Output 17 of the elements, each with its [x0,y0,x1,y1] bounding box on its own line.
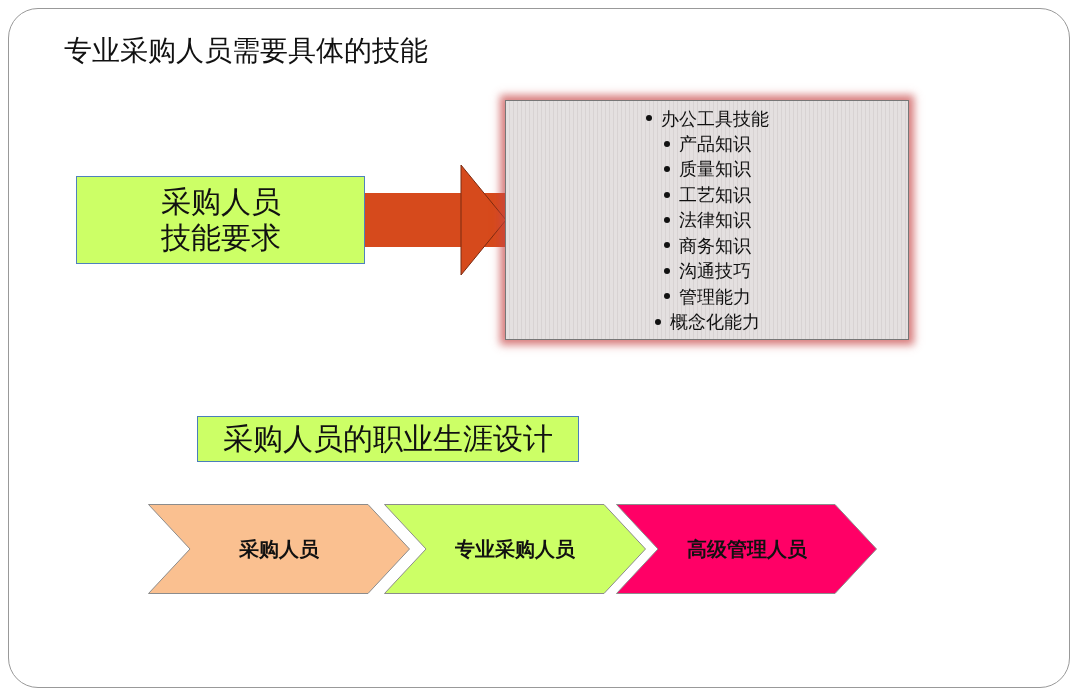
list-item: 管理能力 [678,284,751,309]
title: 专业采购人员需要具体的技能 [64,33,428,69]
list-item: 沟通技巧 [678,259,751,284]
text-box: 采购人员的职业生涯设计 [197,416,579,462]
skill-list-panel [505,100,909,340]
list-item: 产品知识 [678,132,751,157]
block-arrow [365,164,507,276]
list-item: 法律知识 [678,208,751,233]
text-box: 采购人员技能要求 [76,176,365,264]
list-item: 工艺知识 [678,182,751,207]
list-item: 商务知识 [678,233,751,258]
list-item: 办公工具技能 [660,106,769,131]
list-item: 质量知识 [678,157,751,182]
chevron-step: 专业采购人员 [384,504,646,594]
chevron-step: 采购人员 [148,504,410,594]
chevron-step: 高级管理人员 [616,504,877,594]
list-item: 概念化能力 [669,309,760,334]
